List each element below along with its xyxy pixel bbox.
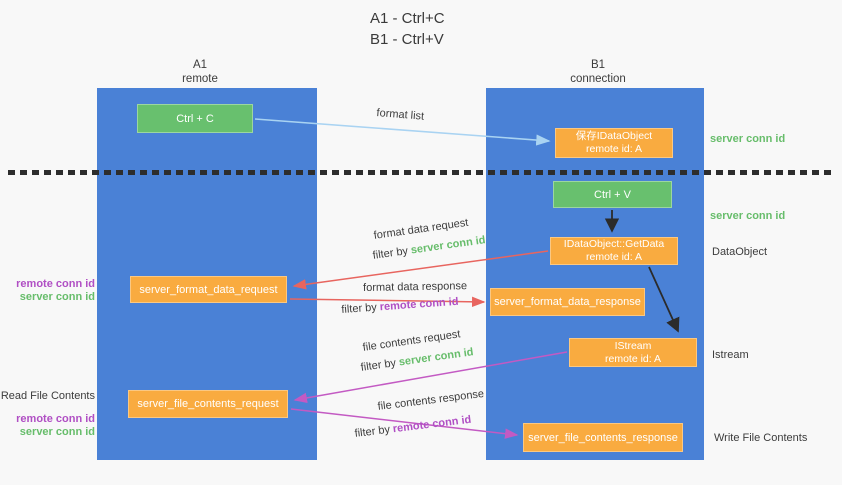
ctrl-c-node: Ctrl + C	[137, 104, 253, 133]
server-format-data-response-label: server_format_data_response	[494, 296, 641, 308]
lifeline-b1-name: B1	[590, 59, 606, 71]
title-line-b1: B1 - Ctrl+V	[370, 31, 444, 48]
server-file-contents-response-node: server_file_contents_response	[523, 423, 683, 452]
ctrl-v-label: Ctrl + V	[594, 188, 631, 201]
server-conn-id-right-mid: server conn id	[710, 210, 786, 222]
istream-line1: IStream	[614, 339, 652, 352]
format-list-arrow	[254, 118, 551, 146]
save-dataobject-line1: 保存IDataObject	[575, 130, 653, 142]
file-contents-response-arrow	[290, 408, 519, 439]
lifeline-header-b1: B1 connection	[538, 59, 658, 86]
server-format-data-request-label: server_format_data_request	[139, 283, 278, 296]
format-data-request-arrow	[292, 250, 549, 290]
remote-conn-id-left-format: remote conn id	[16, 278, 95, 290]
server-file-contents-response-label: server_file_contents_response	[528, 431, 678, 444]
istream-node: IStream remote id: A	[569, 338, 697, 367]
filter-by-text: filter by	[341, 301, 378, 316]
lifeline-header-a1: A1 remote	[140, 59, 260, 86]
lifeline-b1-role: connection	[570, 72, 626, 85]
ctrl-v-node: Ctrl + V	[553, 181, 672, 208]
save-dataobject-node: 保存IDataObject remote id: A	[555, 128, 673, 158]
istream-line2: remote id: A	[604, 352, 662, 365]
istream-side-label: Istream	[712, 349, 749, 361]
server-format-data-request-node: server_format_data_request	[130, 276, 287, 303]
copy-paste-separator-line	[8, 170, 836, 175]
lifeline-a1-role: remote	[182, 72, 218, 85]
format-data-response-label: format data response	[363, 280, 468, 294]
file-conn-id-pair: remote conn id server conn id	[0, 413, 95, 439]
server-file-contents-request-node: server_file_contents_request	[128, 390, 288, 418]
server-conn-id-left-file: server conn id	[19, 426, 95, 438]
diagram-title: A1 - Ctrl+C B1 - Ctrl+V	[370, 8, 445, 50]
server-format-data-response-node: server_format_data_response	[490, 288, 645, 316]
getdata-node: IDataObject::GetData remote id: A	[550, 237, 678, 265]
getdata-to-istream-arrow	[648, 266, 680, 333]
save-dataobject-line2: remote id: A	[585, 143, 643, 155]
getdata-line1: IDataObject::GetData	[563, 238, 665, 250]
server-conn-id-right-top: server conn id	[710, 133, 786, 145]
format-data-response-arrow	[289, 296, 486, 308]
dataobject-side-label: DataObject	[712, 246, 768, 258]
getdata-line2: remote id: A	[585, 251, 643, 263]
lifeline-a1-name: A1	[192, 59, 208, 71]
write-file-contents-label: Write File Contents	[714, 432, 808, 444]
format-conn-id-pair: remote conn id server conn id	[0, 278, 95, 304]
server-file-contents-request-label: server_file_contents_request	[137, 398, 279, 410]
remote-conn-id-left-file: remote conn id	[16, 413, 95, 425]
server-conn-id-left-format: server conn id	[19, 291, 95, 303]
ctrl-c-label: Ctrl + C	[176, 112, 214, 125]
file-contents-request-arrow	[293, 351, 568, 404]
read-file-contents-label: Read File Contents	[0, 390, 95, 402]
title-line-a1: A1 - Ctrl+C	[370, 10, 445, 27]
